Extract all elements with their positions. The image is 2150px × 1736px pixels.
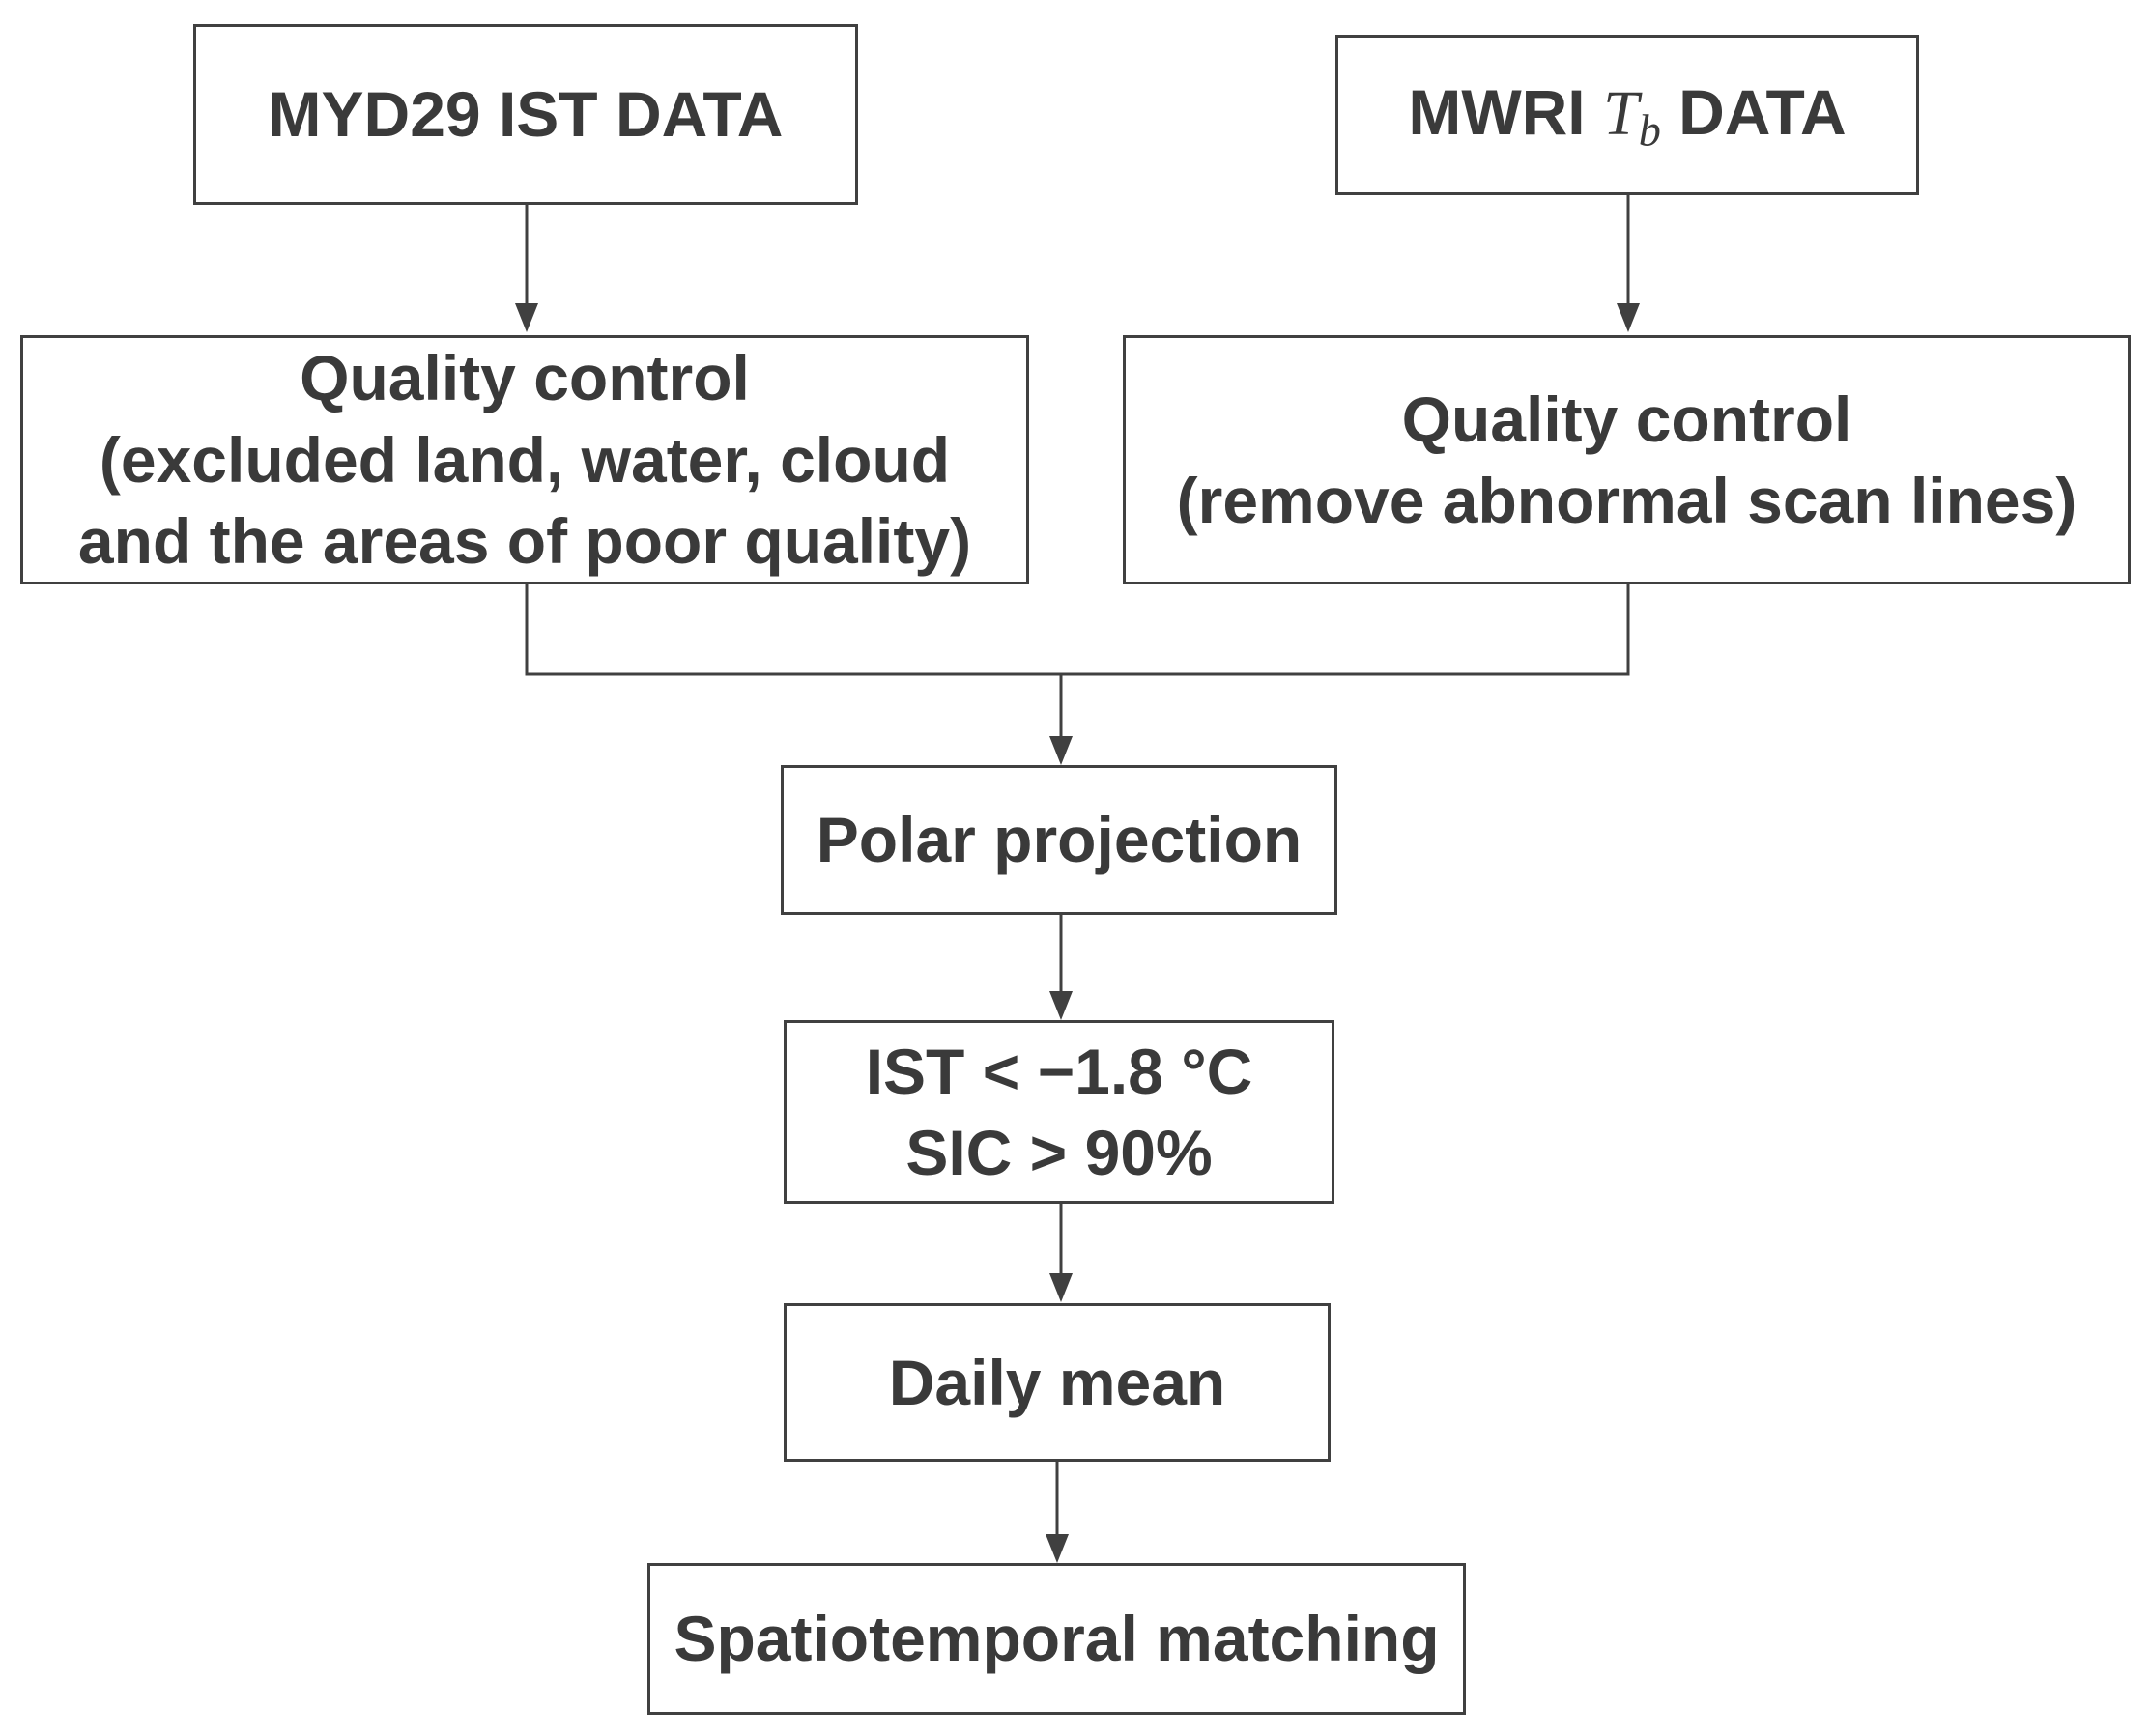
quality-control-right-box: Quality control (remove abnormal scan li… — [1123, 335, 2131, 584]
daily-mean-label: Daily mean — [888, 1346, 1226, 1418]
myd29-ist-data-label: MYD29 IST DATA — [268, 78, 784, 151]
qc-left-line-2: (excluded land, water, cloud — [99, 423, 951, 496]
mwri-tb-data-box: MWRI Tb DATA — [1335, 35, 1919, 195]
ist-sic-filter-box: IST < −1.8 °C SIC > 90% — [784, 1020, 1334, 1204]
filter-line-1: IST < −1.8 °C — [865, 1035, 1253, 1107]
arrowhead-myd29-to-qc-left — [515, 303, 538, 332]
qc-right-line-2: (remove abnormal scan lines) — [1176, 465, 2078, 536]
qc-right-line-1: Quality control — [1401, 383, 1852, 455]
arrowhead-daily-to-match — [1046, 1534, 1069, 1563]
quality-control-left-box: Quality control (excluded land, water, c… — [20, 335, 1029, 584]
arrowhead-merge-to-polar — [1049, 736, 1073, 765]
arrowhead-polar-to-filter — [1049, 991, 1073, 1020]
qc-left-line-1: Quality control — [300, 342, 750, 414]
spatiotemporal-matching-box: Spatiotemporal matching — [647, 1563, 1466, 1715]
arrowhead-mwri-to-qc-right — [1617, 303, 1640, 332]
spatiotemporal-matching-label: Spatiotemporal matching — [674, 1603, 1440, 1675]
tb-main: T — [1602, 77, 1639, 149]
polar-projection-box: Polar projection — [781, 765, 1337, 915]
merge-connector — [525, 584, 1630, 676]
daily-mean-box: Daily mean — [784, 1303, 1331, 1462]
tb-subscript: b — [1638, 105, 1661, 156]
polar-projection-label: Polar projection — [816, 804, 1303, 876]
mwri-prefix: MWRI — [1408, 75, 1586, 148]
mwri-tb-data-label: MWRI Tb DATA — [1408, 71, 1846, 159]
filter-line-2: SIC > 90% — [905, 1117, 1213, 1188]
arrowhead-filter-to-daily — [1049, 1273, 1073, 1302]
myd29-ist-data-box: MYD29 IST DATA — [193, 24, 858, 205]
qc-left-line-3: and the areas of poor quality) — [77, 505, 972, 578]
mwri-suffix: DATA — [1678, 75, 1847, 148]
tb-symbol: Tb — [1602, 77, 1661, 156]
